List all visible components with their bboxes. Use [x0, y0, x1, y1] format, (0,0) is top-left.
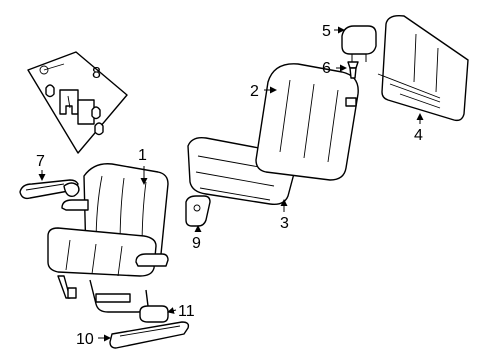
leader-lines: [38, 26, 424, 342]
armrest-illustration: [19, 179, 80, 200]
seat-assembly-illustration: [47, 163, 169, 313]
callout-9: 9: [192, 235, 201, 252]
headrest-guide-illustration: [347, 61, 359, 79]
callout-7: 7: [36, 153, 45, 170]
callout-labels: 1 2 3 4 5 6 7 8 9 10 11: [36, 23, 423, 348]
recliner-cover-illustration: [185, 195, 211, 227]
callout-5: 5: [322, 23, 331, 40]
callout-4: 4: [414, 127, 423, 144]
callout-8: 8: [92, 65, 101, 82]
callout-10: 10: [76, 331, 94, 348]
callout-1: 1: [138, 147, 147, 164]
headrest-illustration: [341, 25, 377, 62]
handle-illustration: [139, 305, 169, 323]
callout-6: 6: [322, 60, 331, 77]
bracket-kit-illustration: [27, 51, 128, 154]
seat-back-panel-illustration: [377, 14, 469, 122]
callout-3: 3: [280, 215, 289, 232]
lower-trim-panel-illustration: [109, 321, 190, 349]
callout-11: 11: [178, 303, 195, 320]
seat-back-cushion-illustration: [255, 63, 359, 181]
callout-2: 2: [250, 83, 259, 100]
